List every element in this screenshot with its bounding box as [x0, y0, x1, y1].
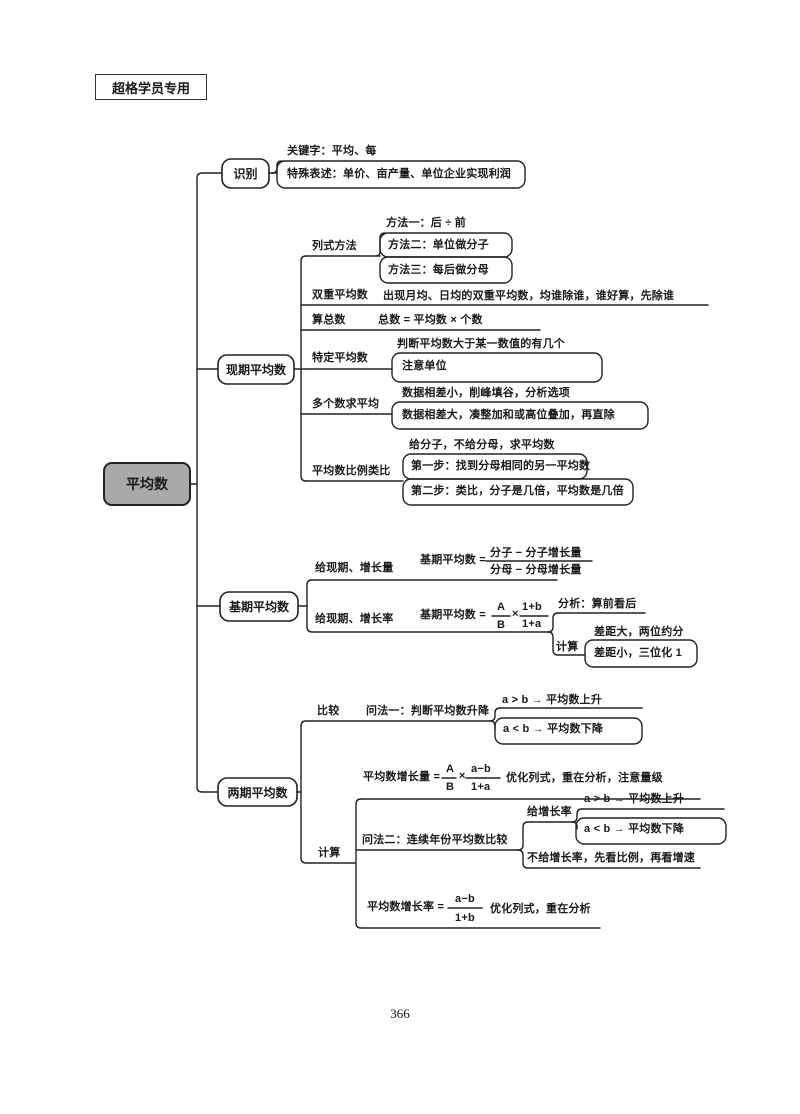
jiqi-lv-B: B: [497, 619, 506, 631]
zzl-times: ×: [459, 770, 466, 782]
zzl-denominator: 1+a: [471, 781, 491, 793]
rate-label: 给增长率: [527, 806, 572, 818]
rate-up-rule: a > b → 平均数上升: [584, 793, 685, 805]
bili-step2: 第二步：类比，分子是几倍，平均数是几倍: [411, 485, 624, 497]
jiqi-liang-denominator: 分母 − 分母增长量: [490, 564, 582, 576]
down-rule-box: [494, 717, 643, 745]
small-gap-box: [584, 639, 698, 668]
shibie-node-box: [221, 158, 270, 189]
root-node-box: [103, 462, 191, 506]
zongshu-note: 总数 = 平均数 × 个数: [378, 314, 483, 326]
jiqi-lv-numerator: 1+b: [522, 601, 542, 613]
root-node-label: 平均数: [126, 476, 168, 492]
page-number: 366: [390, 1006, 410, 1021]
duoge-big-diff: 数据相差大，凑整加和或高位叠加，再直除: [402, 409, 615, 421]
jiqi-lv-denominator: 1+a: [522, 618, 542, 630]
zzl-lhs: 平均数增长量 =: [363, 771, 441, 783]
bili-label: 平均数比例类比: [312, 465, 391, 477]
branch-shibie-label: 识别: [233, 167, 258, 181]
unit-note-box: [391, 352, 603, 383]
jiqi-lv-times: ×: [512, 608, 519, 620]
zzl-A: A: [446, 763, 455, 775]
liangqi-jisuan-label: 计算: [318, 847, 341, 859]
connector-lines: [189, 160, 725, 929]
duoge-small-diff: 数据相差小，削峰填谷，分析选项: [402, 387, 570, 399]
zzr-lhs: 平均数增长率 =: [367, 901, 445, 913]
method2-text: 方法二：单位做分子: [388, 239, 489, 251]
shuangchong-note: 出现月均、日均的双重平均数，均谁除谁，谁好算，先除谁: [383, 290, 675, 302]
teding-note: 注意单位: [402, 360, 447, 372]
bijiao-q1: 问法一：判断平均数升降: [366, 705, 490, 717]
zzr-denominator: 1+b: [455, 912, 475, 924]
bili-step1: 第一步：找到分母相同的另一平均数: [411, 460, 591, 472]
jiqi-lv-label: 给现期、增长率: [315, 613, 394, 625]
keyword-text: 关键字：平均、每: [287, 145, 377, 157]
special-text: 特殊表述：单价、亩产量、单位企业实现利润: [287, 168, 511, 180]
zzl-note: 优化列式，重在分析，注意量级: [506, 772, 663, 784]
rate-down-rule: a < b → 平均数下降: [584, 823, 685, 835]
bili-given: 给分子，不给分母，求平均数: [409, 439, 555, 451]
norate-text: 不给增长率，先看比例，再看增速: [527, 852, 695, 864]
teding-label: 特定平均数: [312, 352, 368, 364]
jiqi-fenxi-text: 分析：算前看后: [558, 598, 637, 610]
branch-xianqi-label: 现期平均数: [225, 363, 286, 377]
method3-text: 方法三：每后做分母: [388, 264, 489, 276]
bijiao-label: 比较: [317, 705, 340, 717]
jiqi-liang-label: 给现期、增长量: [315, 562, 394, 574]
q2-label: 问法二：连续年份平均数比较: [362, 834, 508, 846]
jiqi-liang-numerator: 分子 − 分子增长量: [490, 547, 582, 559]
zongshu-label: 算总数: [312, 314, 346, 326]
jiqi-gap-big: 差距大，两位约分: [594, 626, 684, 638]
zzl-B: B: [446, 781, 455, 793]
jiqi-node-box: [219, 591, 299, 622]
jiqi-lv-lhs: 基期平均数 =: [420, 609, 486, 621]
liangqi-node-box: [217, 777, 298, 807]
jiqi-liang-lhs: 基期平均数 =: [420, 554, 486, 566]
teding-question: 判断平均数大于某一数值的有几个: [397, 338, 565, 350]
xianqi-node-box: [217, 354, 295, 385]
zzr-numerator: a−b: [455, 893, 475, 905]
bijiao-down-rule: a < b → 平均数下降: [503, 723, 604, 735]
shuangchong-label: 双重平均数: [312, 289, 368, 301]
step2-box: [402, 478, 634, 506]
bijiao-up-rule: a > b → 平均数上升: [502, 694, 603, 706]
method1-text: 方法一：后 ÷ 前: [386, 217, 466, 229]
jiqi-gap-small: 差距小，三位化 1: [594, 647, 682, 659]
liebie-label: 列式方法: [312, 240, 357, 252]
zzl-numerator: a−b: [471, 763, 491, 775]
branch-jiqi-label: 基期平均数: [228, 600, 289, 614]
duoge-label: 多个数求平均: [312, 398, 380, 410]
header-stamp: 超格学员专用: [95, 74, 207, 100]
jiqi-jisuan-label: 计算: [556, 641, 579, 653]
zzr-note: 优化列式，重在分析: [490, 903, 591, 915]
special-box: [276, 160, 526, 189]
branch-liangqi-label: 两期平均数: [227, 785, 288, 800]
node-boxes: [103, 158, 727, 845]
big-diff-box: [391, 401, 649, 430]
rate-down-box: [575, 817, 727, 845]
jiqi-lv-A: A: [497, 601, 506, 613]
method3-box: [379, 256, 513, 284]
